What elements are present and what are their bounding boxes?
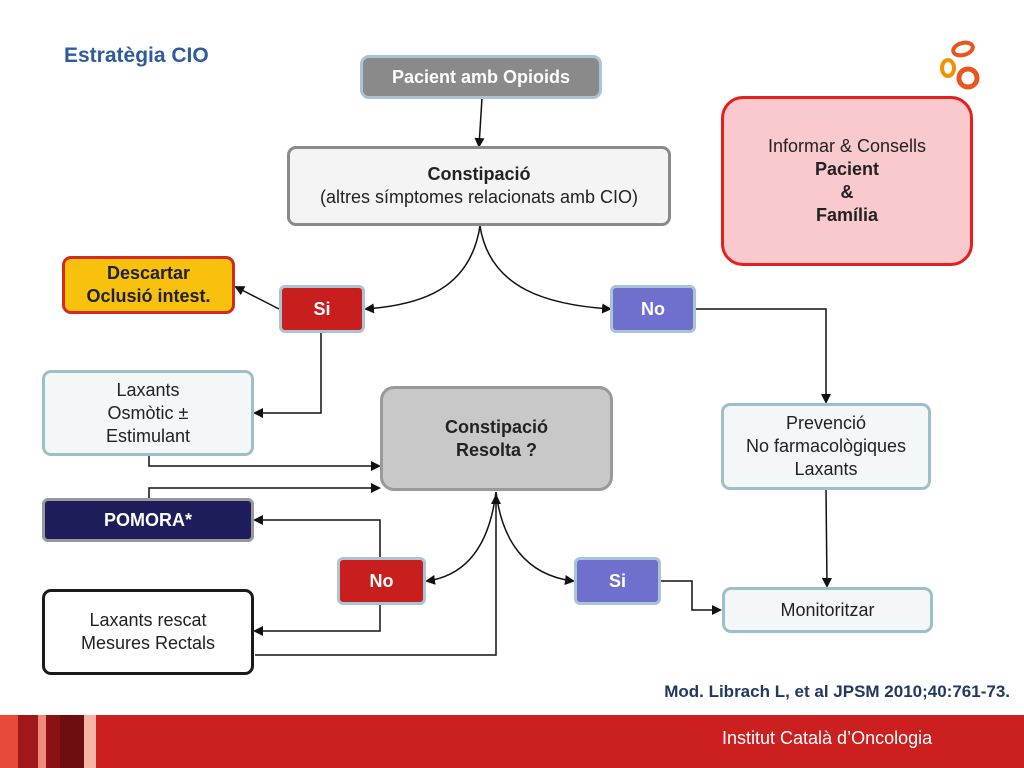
node-inform-advice: Informar & Consells Pacient & Família xyxy=(721,96,973,266)
node-rescue-line2: Mesures Rectals xyxy=(80,633,216,653)
node-laxatives-line1: Laxants xyxy=(116,379,180,400)
node-inform-line2: Pacient xyxy=(814,159,880,179)
node-no-top-label: No xyxy=(641,298,665,319)
node-yes-bottom: Si xyxy=(574,557,661,605)
footer-stripe xyxy=(46,715,60,768)
node-prevention: Prevenció No farmacològiques Laxants xyxy=(721,403,931,490)
footer-institution: Institut Català d’Oncologia xyxy=(722,728,933,748)
node-rescue-line1: Laxants rescat xyxy=(89,610,207,630)
footer-stripe xyxy=(0,715,18,768)
node-rule-out-obstruction: Descartar Oclusió intest. xyxy=(62,256,235,314)
node-rescue-laxatives: Laxants rescat Mesures Rectals xyxy=(42,589,254,675)
node-rule-out-line2: Oclusió intest. xyxy=(86,286,211,306)
node-monitor: Monitoritzar xyxy=(722,587,933,633)
node-resolved-line1: Constipació xyxy=(444,416,548,437)
footer-stripe xyxy=(60,715,84,768)
node-patient-opioids: Pacient amb Opioids xyxy=(360,55,602,99)
node-yes-top-label: Si xyxy=(313,298,331,319)
node-rule-out-line1: Descartar xyxy=(106,263,191,283)
node-inform-line1: Informar & Consells xyxy=(767,136,927,156)
footer-stripe xyxy=(18,715,38,768)
node-constipation: Constipació (altres símptomes relacionat… xyxy=(287,146,671,226)
citation: Mod. Librach L, et al JPSM 2010;40:761-7… xyxy=(664,682,1010,701)
page-title: Estratègia CIO xyxy=(64,44,209,67)
footer: Institut Català d’Oncologia xyxy=(0,715,1024,768)
ico-logo-icon xyxy=(940,40,980,90)
node-laxatives: Laxants Osmòtic ± Estimulant xyxy=(42,370,254,456)
footer-bar xyxy=(0,715,1024,768)
node-laxatives-line3: Estimulant xyxy=(105,425,191,446)
node-yes-top: Si xyxy=(279,285,365,333)
footer-stripe xyxy=(84,715,96,768)
node-laxatives-line2: Osmòtic ± xyxy=(107,402,189,423)
node-monitor-label: Monitoritzar xyxy=(780,599,875,620)
node-resolved-line2: Resolta ? xyxy=(455,439,538,460)
node-inform-line3: & xyxy=(840,182,854,202)
node-constipation-subtitle: (altres símptomes relacionats amb CIO) xyxy=(319,187,639,207)
node-constipation-title: Constipació xyxy=(427,164,531,184)
node-prevention-line3: Laxants xyxy=(794,459,858,479)
node-prevention-line2: No farmacològiques xyxy=(745,436,907,456)
node-patient-opioids-label: Pacient amb Opioids xyxy=(391,66,571,87)
node-no-bottom: No xyxy=(337,557,426,605)
node-pomora-label: POMORA* xyxy=(103,509,192,530)
node-no-bottom-label: No xyxy=(369,570,394,591)
node-pomora: POMORA* xyxy=(42,498,254,542)
node-no-top: No xyxy=(610,285,696,333)
node-constipation-resolved: Constipació Resolta ? xyxy=(380,386,613,491)
node-yes-bottom-label: Si xyxy=(608,570,626,591)
node-prevention-line1: Prevenció xyxy=(785,413,867,433)
footer-stripe xyxy=(38,715,46,768)
node-inform-line4: Família xyxy=(815,205,879,225)
